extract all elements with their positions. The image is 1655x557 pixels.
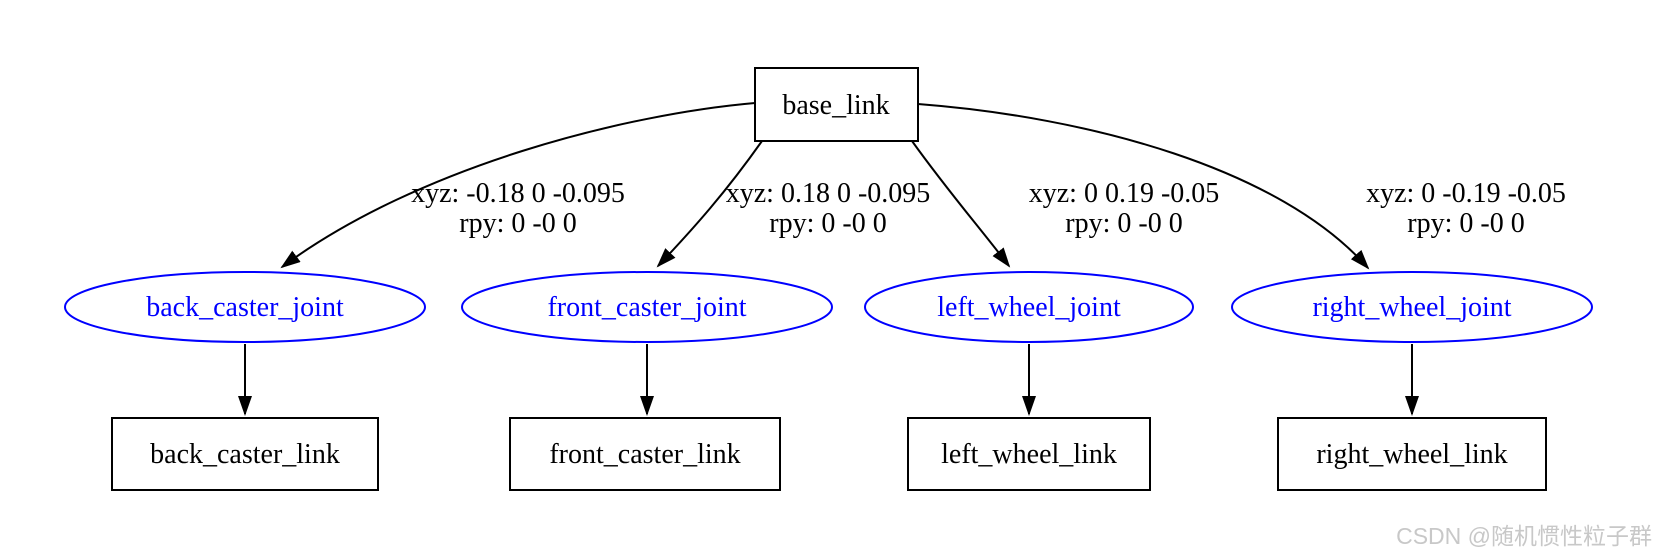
edge-base-to-right-wheel-joint xyxy=(917,103,1370,270)
root-node-box xyxy=(754,67,919,142)
link-label-left-wheel: left_wheel_link xyxy=(941,439,1117,470)
joint-label-back-caster: back_caster_joint xyxy=(146,292,344,323)
edge-label-xyz-left-wheel: xyz: 0 0.19 -0.05 xyxy=(1029,178,1220,209)
joint-node-right-wheel xyxy=(1231,271,1593,343)
link-node-left-wheel xyxy=(907,417,1151,491)
edge-base-to-back-caster-joint xyxy=(280,102,756,269)
joint-node-back-caster xyxy=(64,271,426,343)
edge-label-xyz-right-wheel: xyz: 0 -0.19 -0.05 xyxy=(1366,178,1566,209)
joint-node-front-caster xyxy=(461,271,833,343)
link-node-right-wheel xyxy=(1277,417,1547,491)
link-node-front-caster xyxy=(509,417,781,491)
edge-label-xyz-front-caster: xyz: 0.18 0 -0.095 xyxy=(726,178,931,209)
link-label-back-caster: back_caster_link xyxy=(150,439,340,470)
edge-label-rpy-right-wheel: rpy: 0 -0 0 xyxy=(1407,208,1524,239)
joint-node-left-wheel xyxy=(864,271,1194,343)
edge-label-rpy-back-caster: rpy: 0 -0 0 xyxy=(459,208,576,239)
edge-base-to-left-wheel-joint xyxy=(911,140,1011,268)
edge-label-rpy-front-caster: rpy: 0 -0 0 xyxy=(769,208,886,239)
link-node-back-caster xyxy=(111,417,379,491)
edge-base-to-front-caster-joint xyxy=(656,140,763,268)
joint-label-front-caster: front_caster_joint xyxy=(547,292,746,323)
edge-label-xyz-back-caster: xyz: -0.18 0 -0.095 xyxy=(411,178,625,209)
link-label-right-wheel: right_wheel_link xyxy=(1316,439,1507,470)
joint-label-right-wheel: right_wheel_joint xyxy=(1312,292,1511,323)
joint-label-left-wheel: left_wheel_joint xyxy=(937,292,1121,323)
edge-label-rpy-left-wheel: rpy: 0 -0 0 xyxy=(1065,208,1182,239)
csdn-watermark: CSDN @随机惯性粒子群 xyxy=(1396,523,1652,549)
link-label-front-caster: front_caster_link xyxy=(549,439,740,470)
root-node-label: base_link xyxy=(782,90,889,121)
